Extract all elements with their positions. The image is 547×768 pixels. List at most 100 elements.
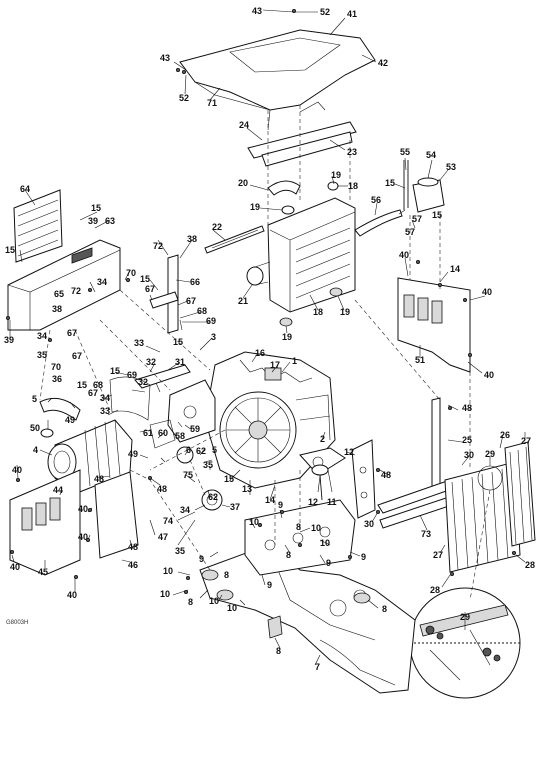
callout-74: 74 xyxy=(163,516,173,526)
callout-51: 51 xyxy=(415,355,425,365)
right-side-panel xyxy=(397,277,471,373)
callout-12: 12 xyxy=(344,447,354,457)
callout-67: 67 xyxy=(145,284,155,294)
mount-bracket xyxy=(351,439,376,519)
callout-44: 44 xyxy=(53,485,63,495)
callout-48: 48 xyxy=(157,484,167,494)
callout-65: 65 xyxy=(54,289,64,299)
callout-56: 56 xyxy=(371,195,381,205)
callout-49: 49 xyxy=(65,415,75,425)
callout-27: 27 xyxy=(521,436,531,446)
callout-43: 43 xyxy=(252,6,262,16)
callout-19: 19 xyxy=(250,202,260,212)
callout-40: 40 xyxy=(482,287,492,297)
callout-70: 70 xyxy=(126,268,136,278)
callout-59: 59 xyxy=(190,424,200,434)
callout-25: 25 xyxy=(462,435,472,445)
callout-34: 34 xyxy=(100,393,110,403)
callout-63: 63 xyxy=(105,216,115,226)
callout-71: 71 xyxy=(207,98,217,108)
callout-26: 26 xyxy=(500,430,510,440)
callout-31: 31 xyxy=(175,357,185,367)
callout-9: 9 xyxy=(199,554,204,564)
callout-40: 40 xyxy=(78,504,88,514)
rubber-mounts xyxy=(201,569,371,639)
callout-72: 72 xyxy=(71,286,81,296)
callout-40: 40 xyxy=(399,250,409,260)
callout-34: 34 xyxy=(37,331,47,341)
callout-14: 14 xyxy=(450,264,460,274)
callout-67: 67 xyxy=(67,328,77,338)
callout-9: 9 xyxy=(326,558,331,568)
callout-30: 30 xyxy=(364,519,374,529)
callout-48: 48 xyxy=(128,542,138,552)
callout-10: 10 xyxy=(249,517,259,527)
callout-42: 42 xyxy=(378,58,388,68)
callout-7: 7 xyxy=(315,662,320,672)
callout-62: 62 xyxy=(208,492,218,502)
callout-50: 50 xyxy=(30,423,40,433)
callout-68: 68 xyxy=(93,380,103,390)
callout-53: 53 xyxy=(446,162,456,172)
hood-cover xyxy=(179,29,376,131)
callout-33: 33 xyxy=(134,338,144,348)
callout-38: 38 xyxy=(187,234,197,244)
callout-52: 52 xyxy=(179,93,189,103)
callout-3: 3 xyxy=(211,332,216,342)
callout-32: 32 xyxy=(138,377,148,387)
callout-2: 2 xyxy=(320,434,325,444)
callout-labels: 43 52 41 42 43 52 71 24 23 20 19 19 18 2… xyxy=(4,6,535,672)
callout-5: 5 xyxy=(32,394,37,404)
callout-27: 27 xyxy=(433,550,443,560)
seal-strip xyxy=(204,225,265,254)
callout-40: 40 xyxy=(67,590,77,600)
callout-8: 8 xyxy=(276,646,281,656)
callout-14: 14 xyxy=(265,495,275,505)
fasteners xyxy=(6,8,517,595)
callout-43: 43 xyxy=(160,53,170,63)
callout-38: 38 xyxy=(52,304,62,314)
callout-10: 10 xyxy=(209,596,219,606)
callout-37: 37 xyxy=(230,502,240,512)
callout-36: 36 xyxy=(52,374,62,384)
callout-24: 24 xyxy=(239,120,249,130)
left-lower-panel xyxy=(9,469,139,576)
callout-9: 9 xyxy=(267,580,272,590)
drive-shaft xyxy=(311,464,329,501)
callout-13: 13 xyxy=(242,484,252,494)
callout-46: 46 xyxy=(128,560,138,570)
callout-67: 67 xyxy=(72,351,82,361)
callout-21: 21 xyxy=(238,296,248,306)
callout-66: 66 xyxy=(190,277,200,287)
callout-75: 75 xyxy=(183,470,193,480)
callout-10: 10 xyxy=(227,603,237,613)
callout-12: 12 xyxy=(308,497,318,507)
callout-39: 39 xyxy=(4,335,14,345)
callout-10: 10 xyxy=(160,589,170,599)
callout-45: 45 xyxy=(38,567,48,577)
right-frame-rails xyxy=(377,397,459,529)
leader-lines xyxy=(9,9,526,666)
callout-40: 40 xyxy=(484,370,494,380)
callout-15: 15 xyxy=(224,474,234,484)
callout-15: 15 xyxy=(91,203,101,213)
engine-assembly xyxy=(204,351,346,489)
callout-10: 10 xyxy=(320,538,330,548)
callout-35: 35 xyxy=(37,350,47,360)
callout-40: 40 xyxy=(12,465,22,475)
left-shroud xyxy=(7,239,121,331)
callout-18: 18 xyxy=(313,307,323,317)
callout-15: 15 xyxy=(173,337,183,347)
callout-19: 19 xyxy=(331,170,341,180)
callout-17: 17 xyxy=(270,360,280,370)
callout-16: 16 xyxy=(255,348,265,358)
radiator xyxy=(267,181,356,327)
radiator-screen xyxy=(444,441,536,573)
left-grille xyxy=(13,189,63,263)
hood-support-brackets xyxy=(247,101,357,167)
callout-15: 15 xyxy=(5,245,15,255)
callout-73: 73 xyxy=(421,529,431,539)
callout-34: 34 xyxy=(97,277,107,287)
callout-41: 41 xyxy=(347,9,357,19)
callout-32: 32 xyxy=(146,357,156,367)
